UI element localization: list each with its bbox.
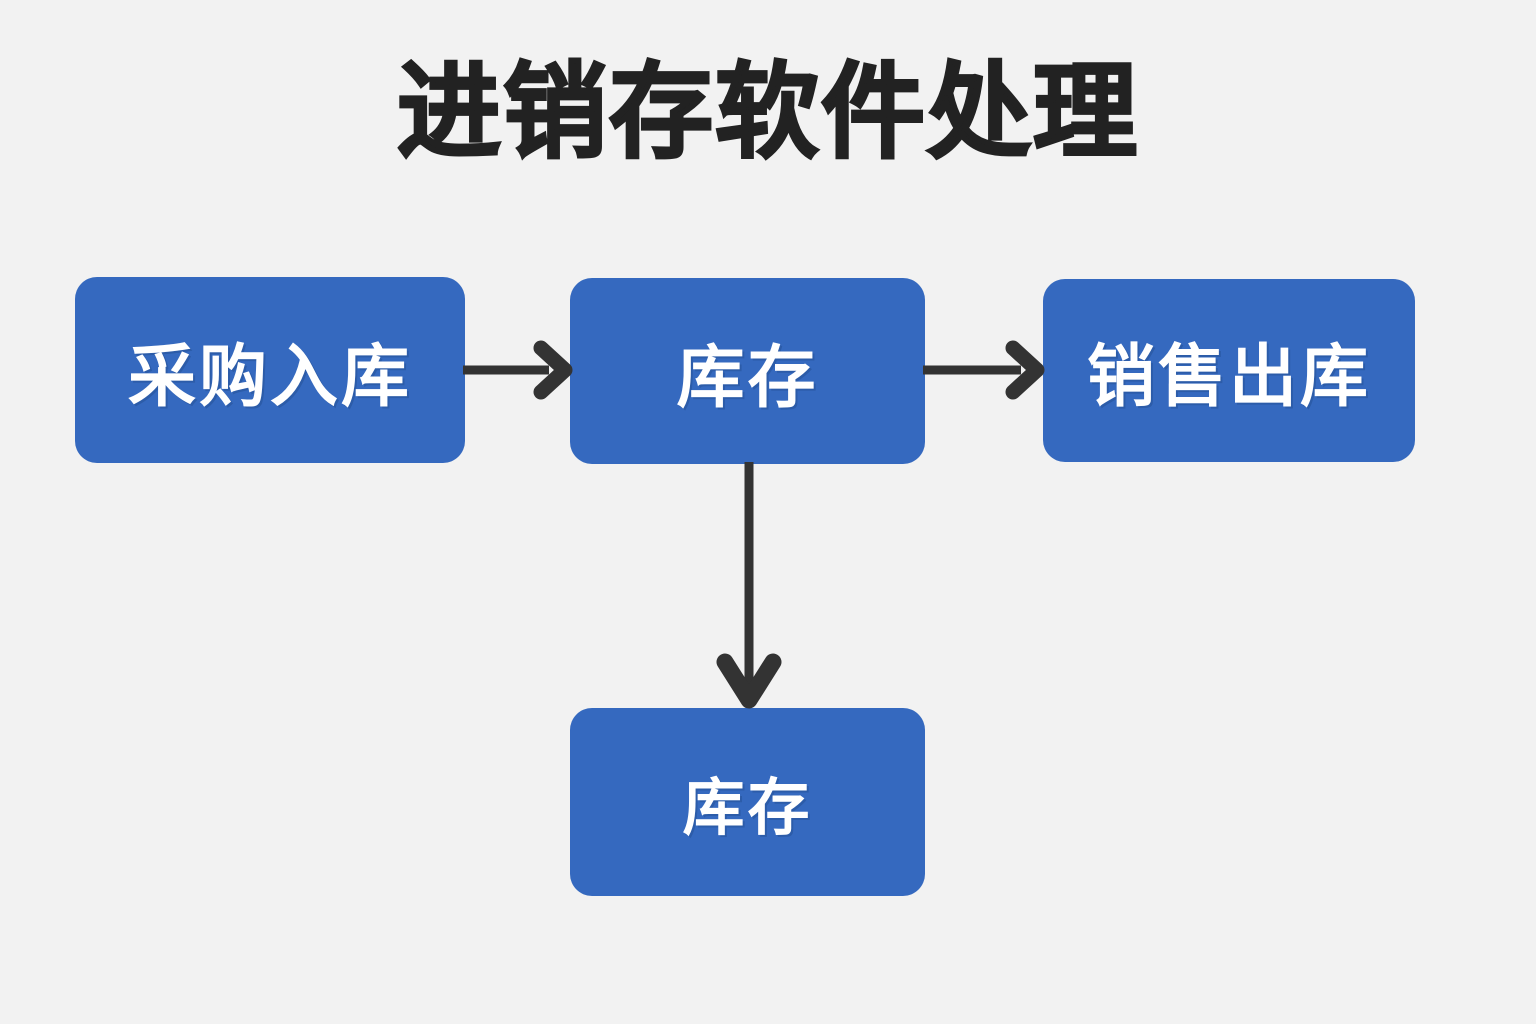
node-inventory-top-label: 库存 (676, 339, 819, 416)
node-sales-outbound-label: 销售出库 (1086, 339, 1371, 415)
node-purchase-inbound-label: 采购入库 (127, 338, 412, 415)
node-sales-outbound[interactable]: 销售出库 (1043, 279, 1415, 462)
node-inventory-top[interactable]: 库存 (570, 278, 925, 464)
page-title: 进销存软件处理 (396, 54, 1139, 172)
arrow-purchase-to-inventory-icon (463, 338, 575, 402)
node-purchase-inbound[interactable]: 采购入库 (75, 277, 465, 463)
arrow-inventory-to-inventory-down-icon (716, 462, 782, 712)
arrow-inventory-to-sales-icon (923, 338, 1047, 402)
node-inventory-bottom-label: 库存 (682, 774, 813, 843)
node-inventory-bottom[interactable]: 库存 (570, 708, 925, 896)
